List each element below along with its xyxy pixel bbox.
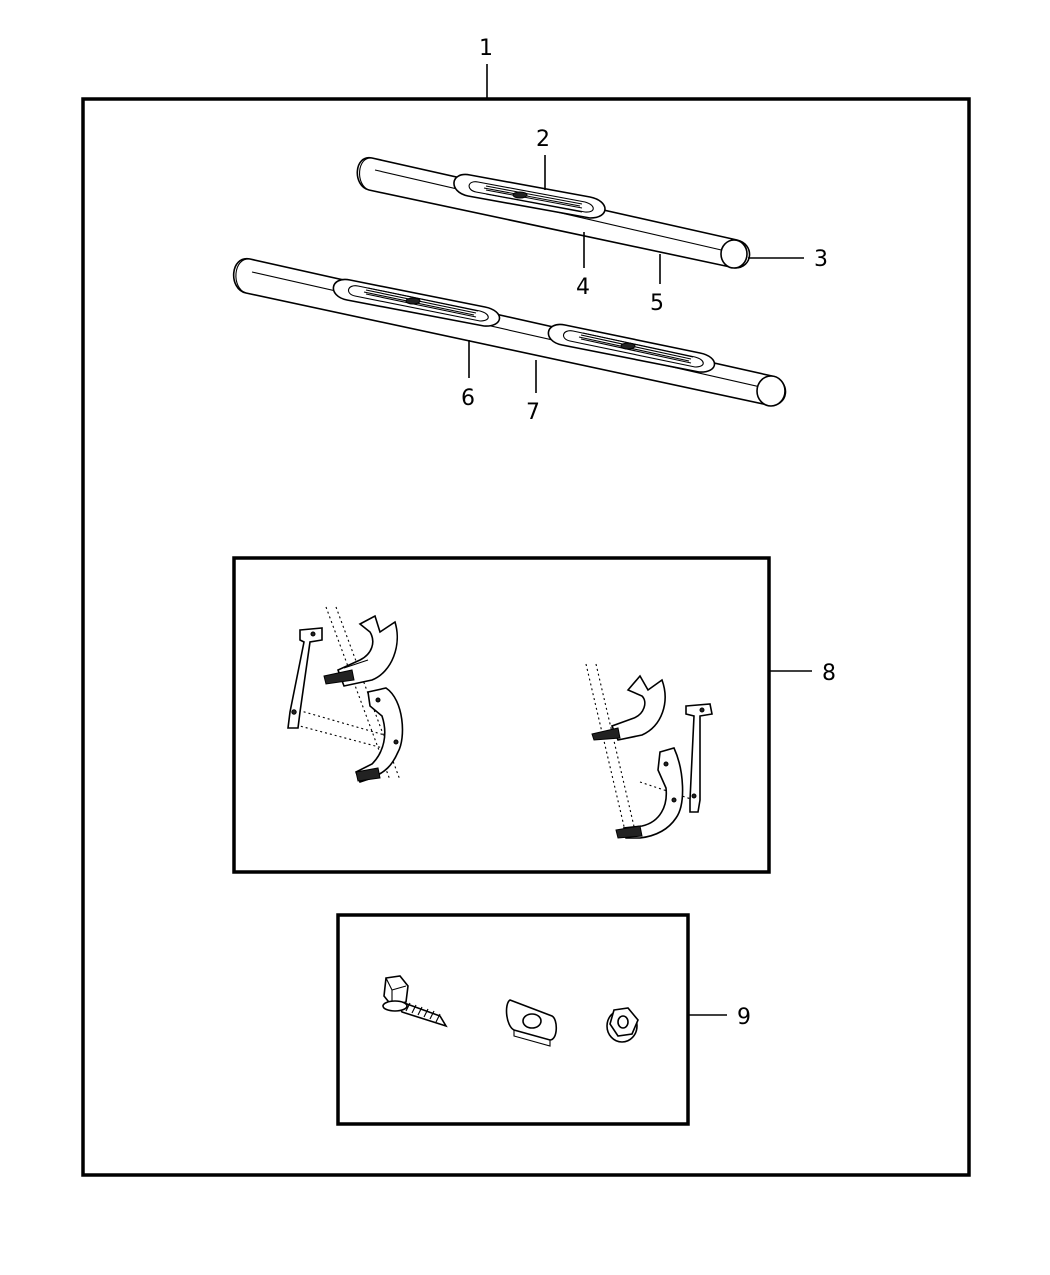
kit-frame [81,97,971,1177]
flange-nut [606,1007,639,1043]
callout-4: 4 [576,275,590,300]
callout-8: 8 [822,661,836,686]
hardware-kit-box [336,913,690,1126]
callout-6: 6 [461,386,475,411]
callout-2: 2 [536,127,550,152]
left-bracket-set [287,606,404,783]
right-bracket-set [585,663,713,839]
long-bar-pad1-tread-lines [363,287,479,318]
short-step-bar [356,157,751,269]
short-bar-tread-lines [483,185,583,213]
hex-flange-bolt [382,975,448,1028]
retainer-plate [505,999,558,1047]
callout-3: 3 [814,247,828,272]
callout-9: 9 [737,1005,751,1030]
callout-5: 5 [650,291,664,316]
long-step-bar [232,258,787,407]
long-bar-pad2-tread-lines [578,332,694,364]
callout-1: 1 [479,36,493,61]
callout-7: 7 [526,400,540,425]
bracket-kit-box [232,556,771,874]
bolt-threads [405,1002,441,1023]
